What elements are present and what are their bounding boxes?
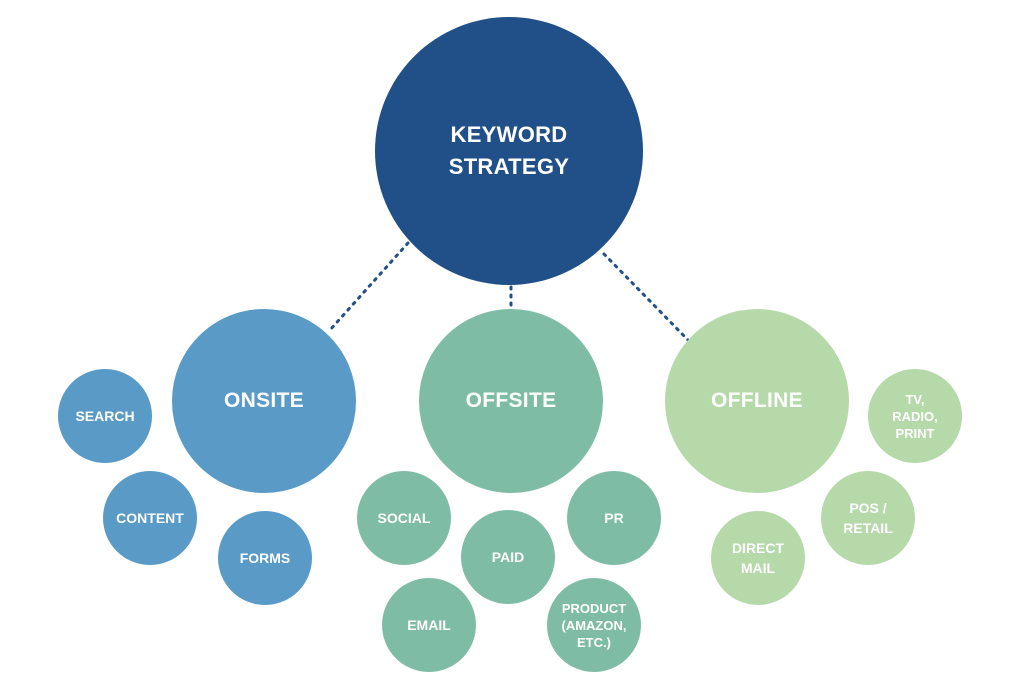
pr-node: PR: [567, 471, 661, 565]
onsite-label: ONSITE: [224, 389, 304, 412]
offsite-node: OFFSITE: [419, 309, 603, 493]
social-label: SOCIAL: [377, 510, 431, 526]
search-label: SEARCH: [75, 408, 135, 424]
keyword-strategy-node: KEYWORD STRATEGY: [375, 17, 643, 285]
tv-radio-print-node: TV, RADIO, PRINT: [868, 369, 962, 463]
product-node: PRODUCT (AMAZON, ETC.): [547, 578, 641, 672]
pos-retail-node: POS / RETAIL: [821, 471, 915, 565]
forms-node: FORMS: [218, 511, 312, 605]
paid-node: PAID: [461, 510, 555, 604]
connector-root-onsite: [328, 241, 410, 332]
product-label: PRODUCT (AMAZON, ETC.): [561, 600, 627, 650]
direct-mail-label: DIRECT MAIL: [731, 540, 785, 576]
connector-root-offline: [602, 252, 690, 342]
search-node: SEARCH: [58, 369, 152, 463]
email-label: EMAIL: [407, 617, 451, 633]
offline-node: OFFLINE: [665, 309, 849, 493]
forms-label: FORMS: [239, 550, 291, 566]
direct-mail-node: DIRECT MAIL: [711, 511, 805, 605]
content-node: CONTENT: [103, 471, 197, 565]
tv-radio-print-label: TV, RADIO, PRINT: [892, 391, 938, 441]
offline-label: OFFLINE: [711, 389, 803, 412]
onsite-node: ONSITE: [172, 309, 356, 493]
pos-retail-label: POS / RETAIL: [843, 500, 893, 536]
email-node: EMAIL: [382, 578, 476, 672]
paid-label: PAID: [491, 549, 525, 565]
pr-label: PR: [604, 510, 624, 526]
keyword-strategy-label: KEYWORD STRATEGY: [448, 122, 570, 179]
social-node: SOCIAL: [357, 471, 451, 565]
offsite-label: OFFSITE: [465, 389, 557, 412]
content-label: CONTENT: [116, 510, 184, 526]
